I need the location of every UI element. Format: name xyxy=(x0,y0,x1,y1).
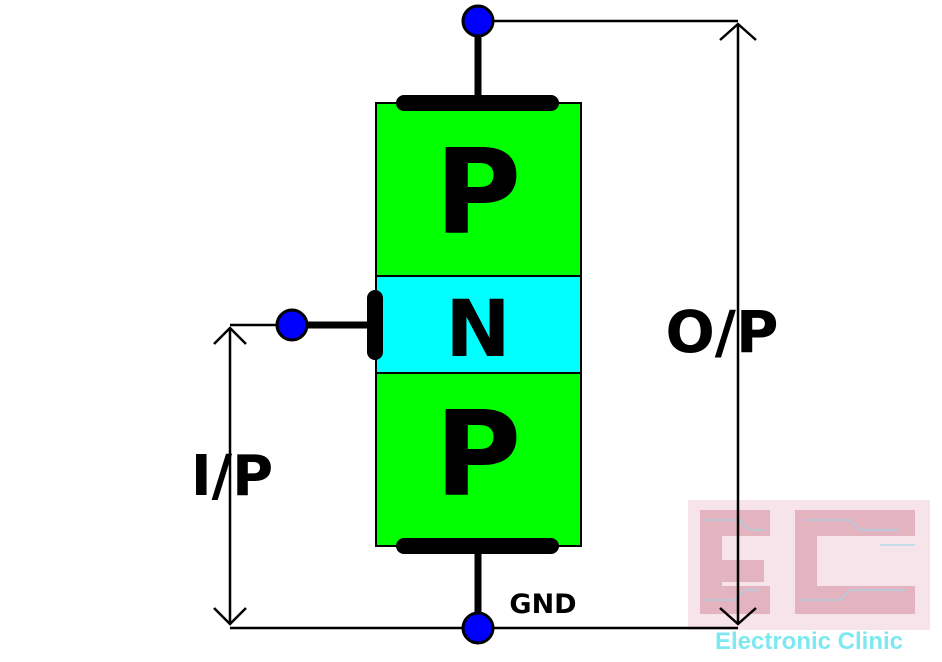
electronic-clinic-logo: Electronic Clinic xyxy=(688,500,930,655)
top-layer-label: P xyxy=(435,123,521,261)
output-terminal xyxy=(461,4,495,38)
middle-n-layer xyxy=(375,275,582,374)
ground-label: GND xyxy=(509,589,576,620)
output-label: O/P xyxy=(666,298,779,366)
output-arrow xyxy=(719,22,757,626)
contact-plates xyxy=(367,95,559,554)
bottom-layer-label: P xyxy=(435,385,521,523)
logo-text: Electronic Clinic xyxy=(715,628,903,655)
input-label: I/P xyxy=(191,444,273,509)
top-p-layer xyxy=(375,102,582,277)
transistor-body xyxy=(375,102,582,547)
input-arrow xyxy=(213,326,247,626)
ground-terminal xyxy=(461,611,495,645)
middle-layer-label: N xyxy=(445,285,510,375)
input-terminal xyxy=(275,308,309,342)
terminal-nodes xyxy=(275,4,495,645)
